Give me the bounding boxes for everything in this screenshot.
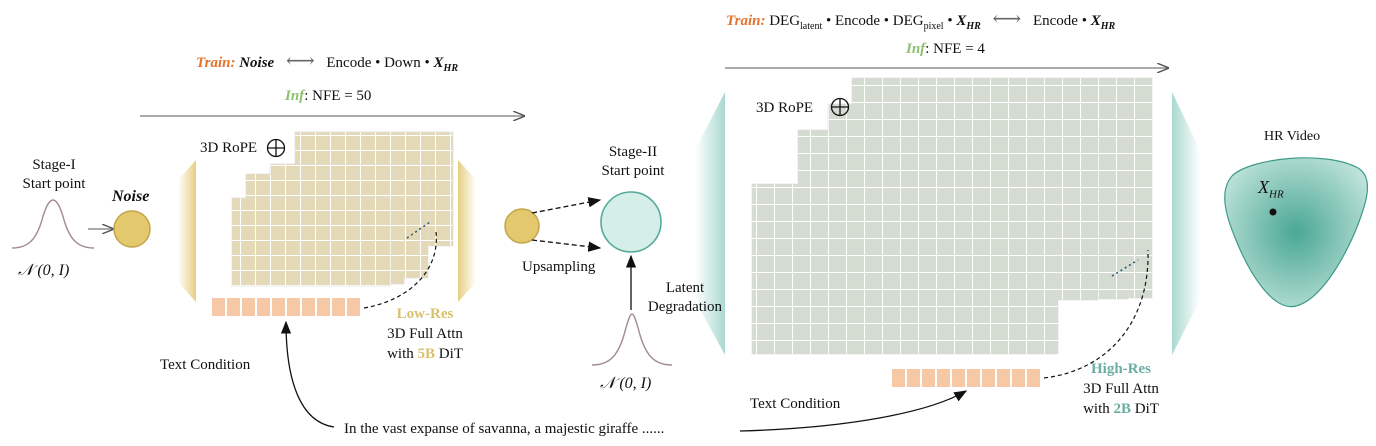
stage2-attn-line2: with 2B DiT [1066, 400, 1176, 418]
stage1-text-token-blocks [212, 298, 362, 316]
hr-point-label: XHR [1258, 178, 1284, 204]
stage2-train-xhr-sub: HR [966, 21, 981, 32]
stage2-inf-prefix: Inf [906, 41, 926, 57]
stage2-train-deg2: DEG [892, 13, 924, 29]
stage2-start-circle [600, 191, 662, 253]
stage1-train-xhr: X [433, 55, 444, 71]
stage1-encoder-funnel-right [458, 160, 476, 302]
hr-point-dot [1269, 208, 1277, 216]
stage2-latent-frames [751, 77, 1153, 355]
stage1-train-arrow: ⟷ [285, 50, 315, 72]
upsample-arrow-bottom [531, 239, 602, 252]
stage2-encoder-funnel-right [1172, 92, 1200, 355]
stage1-attn-line2-pre: with [387, 346, 418, 362]
middle-gaussian-curve [591, 313, 673, 366]
stage2-train-deg1-sub: latent [800, 21, 823, 32]
stage1-gaussian-curve [11, 199, 95, 249]
stage2-train-prefix: Train: [726, 13, 766, 29]
stage1-gauss-label: 𝒩 (0, I) [18, 262, 70, 279]
stage1-train-prefix: Train: [196, 55, 236, 71]
stage1-attn-line2: with 5B DiT [370, 345, 480, 363]
stage2-attn-line2-pre: with [1083, 401, 1114, 417]
hr-point-sub: HR [1269, 188, 1284, 201]
prompt-text: In the vast expanse of savanna, a majest… [344, 421, 665, 437]
stage2-train-deg1: DEG [769, 13, 801, 29]
prompt-to-stage2-arrow [739, 390, 968, 432]
stage1-noise-label: Noise [112, 188, 150, 205]
middle-gauss-label: 𝒩 (0, I) [600, 375, 652, 392]
stage2-attn-size: 2B [1113, 401, 1131, 417]
stage2-inf-rest: : NFE = 4 [925, 41, 985, 57]
latent-label-line1: Latent [665, 280, 705, 296]
stage2-attn-line1: 3D Full Attn [1083, 381, 1159, 397]
stage2-encoder-funnel-left [695, 92, 725, 355]
stage2-rope-plus-icon [830, 97, 850, 117]
stage2-start-title: Stage-II [608, 144, 658, 160]
stage2-ellipsis-dots [1111, 259, 1139, 277]
stage1-attn-line1: 3D Full Attn [387, 326, 463, 342]
stage2-train-xhr2: X [1090, 13, 1101, 29]
prompt-to-stage1-arrow [280, 320, 335, 428]
stage2-train-xhr2-sub: HR [1100, 21, 1116, 32]
stage1-attn-dashed-link [363, 231, 437, 309]
stage1-train-line: Train: Noise ⟷ Encode • Down • XHR [196, 50, 458, 78]
stage1-train-rhs: Encode • Down • [326, 55, 434, 71]
stage2-attn-title: High-Res [1091, 361, 1151, 377]
stage2-train-line: Train: DEGlatent • Encode • DEGpixel • X… [726, 8, 1116, 36]
stage1-attn-title: Low-Res [396, 306, 454, 322]
stage2-text-token-blocks [892, 369, 1040, 387]
stage2-train-dot: • [943, 13, 957, 29]
latent-label-line2: Degradation [647, 299, 723, 315]
stage1-encoder-funnel-left [178, 160, 196, 302]
stage1-start-sub: Start point [22, 176, 86, 192]
stage1-attn-size: 5B [417, 346, 435, 362]
hr-video-title: HR Video [1264, 129, 1321, 144]
stage1-text-condition: Text Condition [160, 357, 251, 373]
stage2-train-rhs: Encode • [1032, 13, 1091, 29]
stage2-train-arrow: ⟷ [992, 8, 1022, 30]
stage2-attn-dashed-link [1043, 249, 1149, 379]
stage1-start-title: Stage-I [32, 157, 76, 173]
upsampling-label: Upsampling [522, 259, 596, 275]
stage2-train-deg2-sub: pixel [923, 21, 944, 32]
hr-video-blob [1224, 157, 1368, 308]
stage1-train-xhr-sub: HR [443, 63, 458, 74]
stage1-train-noise: Noise [239, 55, 275, 71]
stage2-start-sub: Start point [601, 163, 665, 179]
stage2-text-condition: Text Condition [750, 396, 841, 412]
stage1-rope-plus-icon [266, 138, 286, 158]
upsample-arrow-top [531, 197, 602, 214]
stage1-attn-line2-post: DiT [435, 346, 463, 362]
upsample-source-circle [504, 208, 540, 244]
stage2-train-enc1: • Encode • [822, 13, 893, 29]
stage1-inf-line: Inf: NFE = 50 [285, 87, 371, 105]
stage2-rope-label: 3D RoPE [756, 100, 814, 116]
stage1-rope-label: 3D RoPE [200, 140, 258, 156]
stage1-noise-circle [113, 210, 151, 248]
stage1-inf-prefix: Inf [285, 88, 305, 104]
stage2-inf-line: Inf: NFE = 4 [906, 40, 985, 58]
stage2-attn-line2-post: DiT [1131, 401, 1159, 417]
stage2-train-xhr: X [956, 13, 967, 29]
stage1-latent-frames [231, 131, 454, 287]
hr-point-x: X [1258, 177, 1269, 197]
stage1-inf-rest: : NFE = 50 [304, 88, 372, 104]
